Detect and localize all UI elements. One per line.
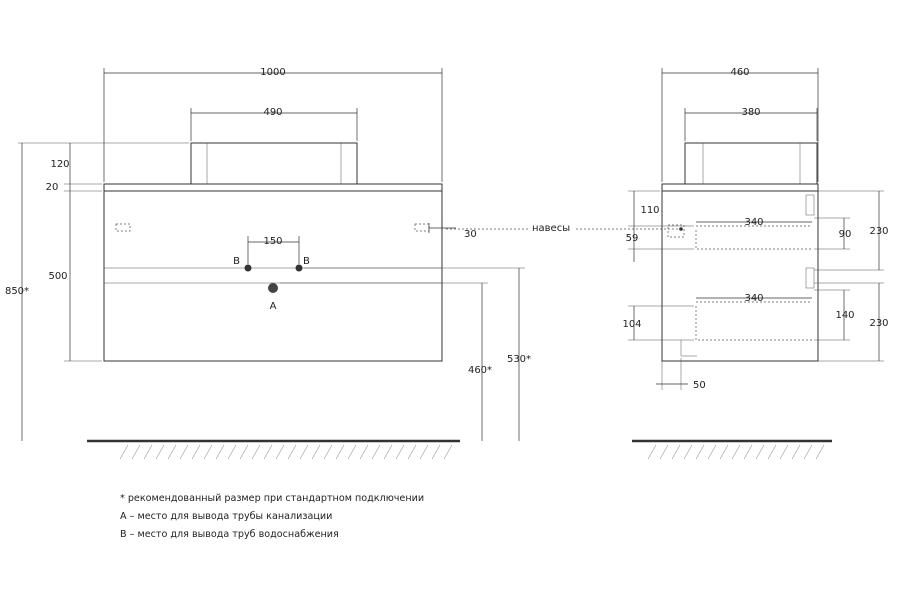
hatch-stroke <box>743 444 753 460</box>
side-basin-outline <box>684 142 818 185</box>
dim-drain-height: 460* <box>468 365 492 376</box>
supply-label-right: B <box>303 256 310 267</box>
dim-hinge-level: 59 <box>626 233 639 244</box>
dim-total-height: 850* <box>5 286 29 297</box>
hatch-stroke <box>215 444 225 460</box>
dim-basin-height: 120 <box>50 159 69 170</box>
hatch-stroke <box>659 444 669 460</box>
basin-outline <box>190 142 358 185</box>
hatch-stroke <box>179 444 189 460</box>
hatch-stroke <box>419 444 429 460</box>
hatch-stroke <box>803 444 813 460</box>
hatch-stroke <box>395 444 405 460</box>
hatch-stroke <box>383 444 393 460</box>
hatch-stroke <box>719 444 729 460</box>
hatch-stroke <box>671 444 681 460</box>
dim-drawer2-depth: 340 <box>744 293 763 304</box>
side-hinge-mark <box>667 224 685 238</box>
dim-top-thickness: 20 <box>46 182 59 193</box>
dim-top-gap: 110 <box>640 205 659 216</box>
hatch-stroke <box>695 444 705 460</box>
dim-cabinet-height: 500 <box>48 271 67 282</box>
hatch-stroke <box>431 444 441 460</box>
drain-label: A <box>270 301 277 312</box>
hatch-stroke <box>647 444 657 460</box>
note-recommended: * рекомендованный размер при стандартном… <box>120 493 425 504</box>
hatch-stroke <box>755 444 765 460</box>
dim-supply-height: 530* <box>507 354 531 365</box>
hatch-stroke <box>443 444 453 460</box>
dim-back-offset: 50 <box>693 380 706 391</box>
dim-total-width: 1000 <box>260 67 285 78</box>
hatch-stroke <box>167 444 177 460</box>
hatch-stroke <box>791 444 801 460</box>
hatch-stroke <box>119 444 129 460</box>
hatch-stroke <box>227 444 237 460</box>
dim-total-depth: 460 <box>730 67 749 78</box>
dim-drawer1-depth: 340 <box>744 217 763 228</box>
front-view: B B A 1000 490 120 20 500 850* 150 <box>5 67 531 460</box>
hinge-mark-left <box>115 223 131 232</box>
hatch-stroke <box>359 444 369 460</box>
hatch-stroke <box>347 444 357 460</box>
dim-drawer2-inner: 140 <box>835 310 854 321</box>
side-view: навесы 460 380 110 59 340 340 <box>446 67 889 460</box>
dim-drawer1-inner: 90 <box>839 229 852 240</box>
side-countertop <box>661 183 819 192</box>
hatch-stroke <box>683 444 693 460</box>
dim-basin-width: 490 <box>263 107 282 118</box>
hatch-stroke <box>407 444 417 460</box>
hatch-stroke <box>263 444 273 460</box>
hatch-stroke <box>287 444 297 460</box>
side-cabinet-body <box>661 190 819 362</box>
dim-drawer1-height: 230 <box>869 226 888 237</box>
supply-point-left <box>244 264 252 272</box>
dim-bottom-level: 104 <box>622 319 641 330</box>
hatch-stroke <box>815 444 825 460</box>
supply-label-left: B <box>233 256 240 267</box>
dim-basin-depth: 380 <box>741 107 760 118</box>
supply-point-right <box>295 264 303 272</box>
note-supply: B – место для вывода труб водоснабжения <box>120 529 339 540</box>
hatch-stroke <box>323 444 333 460</box>
hatch-stroke <box>143 444 153 460</box>
dim-hinge-offset: 30 <box>464 229 477 240</box>
drawer-upper <box>695 225 812 250</box>
floor-hatch-side <box>647 444 825 460</box>
hatch-stroke <box>275 444 285 460</box>
hatch-stroke <box>131 444 141 460</box>
hinges-label: навесы <box>532 223 570 234</box>
hatch-stroke <box>299 444 309 460</box>
countertop <box>103 183 443 192</box>
hatch-stroke <box>707 444 717 460</box>
hatch-stroke <box>371 444 381 460</box>
hatch-stroke <box>155 444 165 460</box>
hatch-stroke <box>203 444 213 460</box>
note-drain: A – место для вывода трубы канализации <box>120 511 333 522</box>
notes-block: * рекомендованный размер при стандартном… <box>120 490 424 544</box>
hatch-stroke <box>239 444 249 460</box>
dim-drawer2-height: 230 <box>869 318 888 329</box>
dim-tap-spacing: 150 <box>263 236 282 247</box>
hatch-stroke <box>779 444 789 460</box>
hatch-stroke <box>767 444 777 460</box>
floor-hatch-front <box>119 444 453 460</box>
hatch-stroke <box>335 444 345 460</box>
hatch-stroke <box>191 444 201 460</box>
hatch-stroke <box>311 444 321 460</box>
hatch-stroke <box>731 444 741 460</box>
hatch-stroke <box>251 444 261 460</box>
drawer-lower <box>695 301 812 341</box>
cabinet-body <box>103 190 443 362</box>
drain-point <box>268 283 278 293</box>
